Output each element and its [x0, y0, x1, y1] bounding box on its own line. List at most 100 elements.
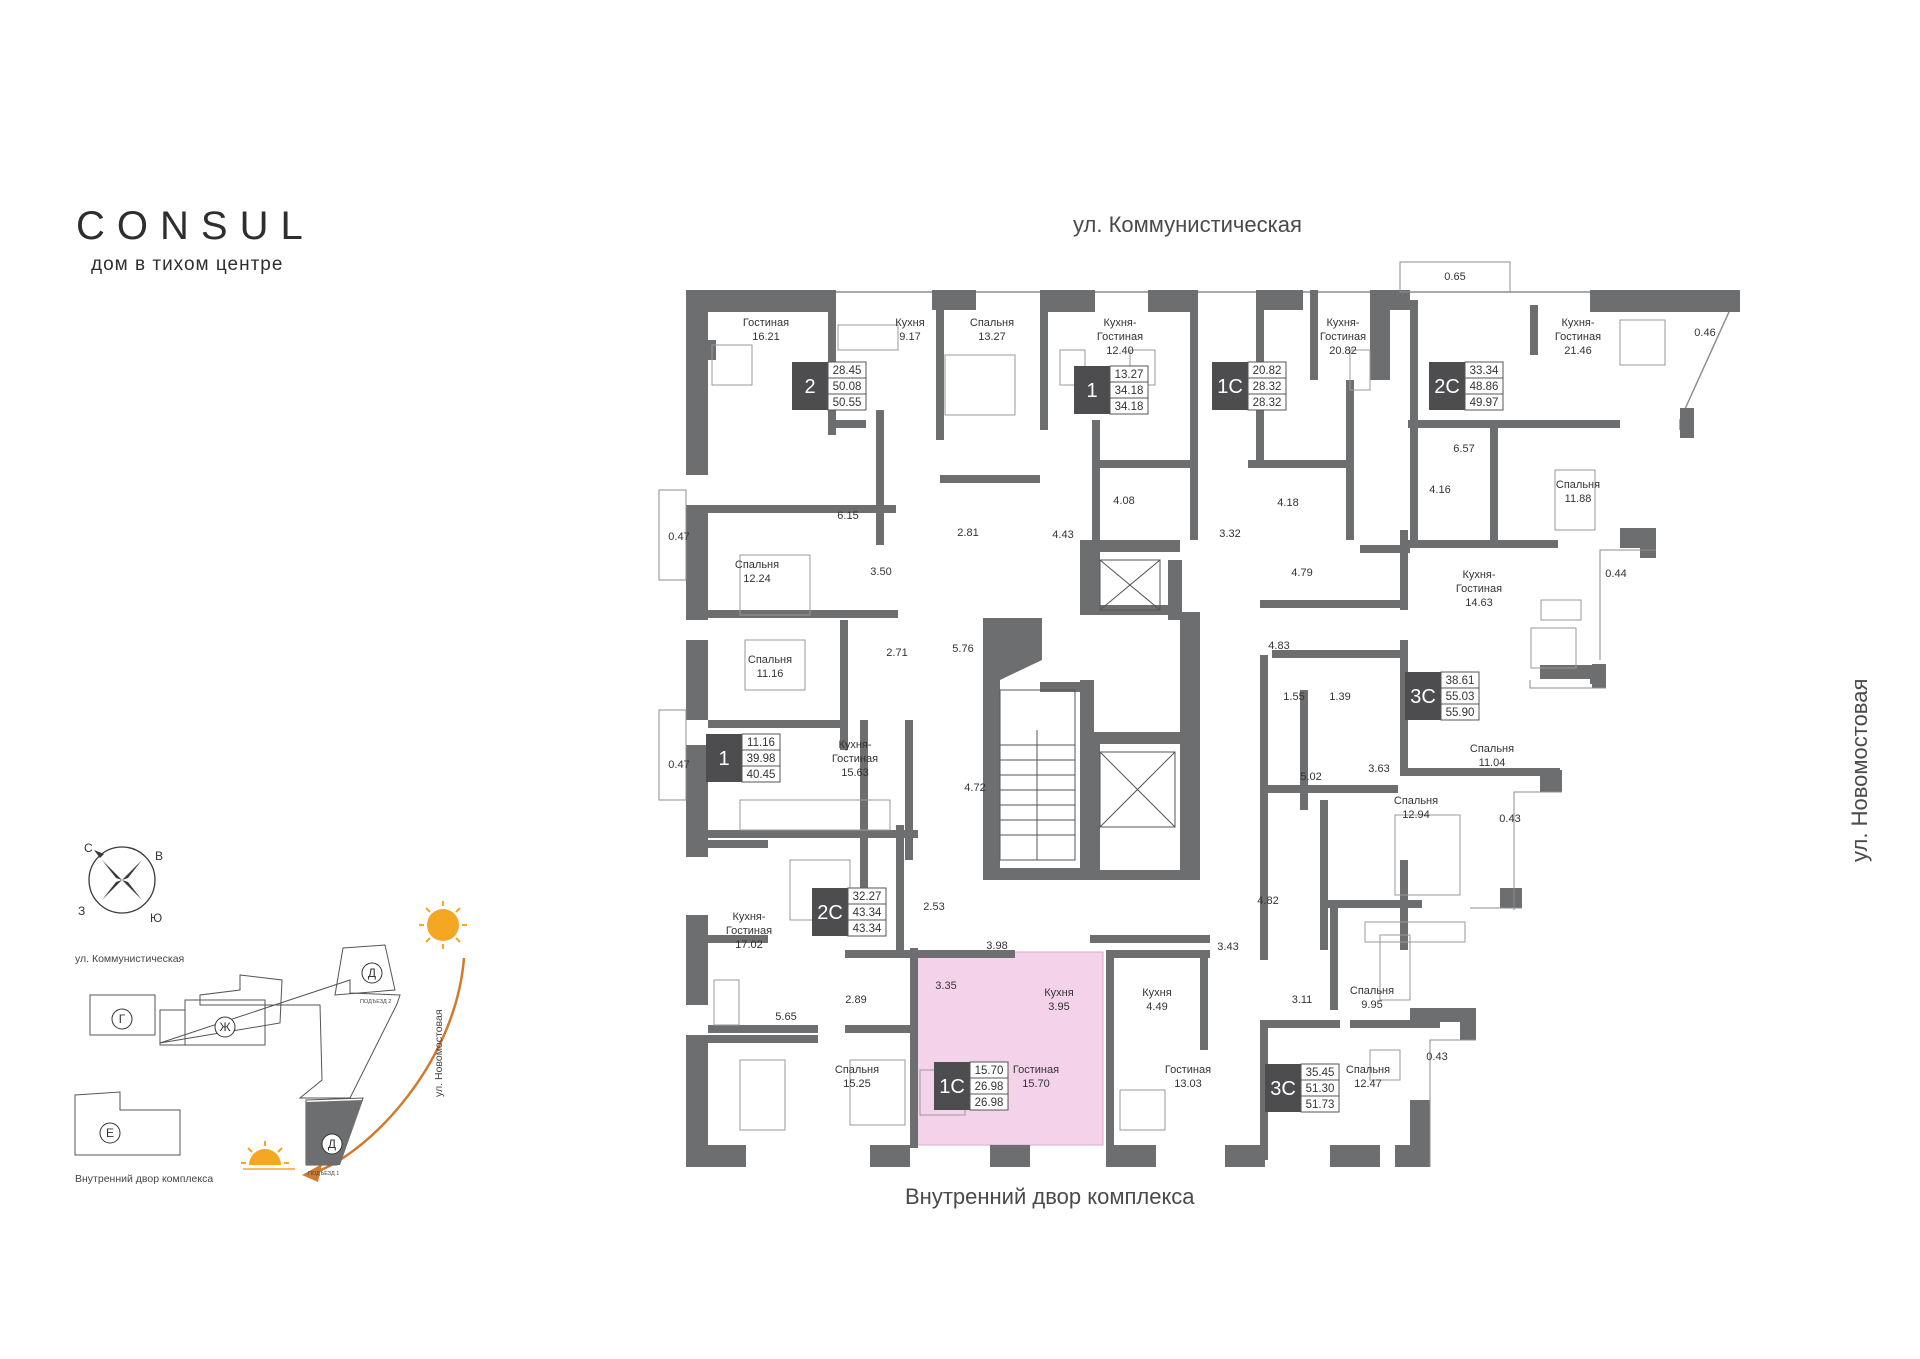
apartment-area-value: 40.45	[747, 769, 776, 781]
apartment-type-box	[1212, 362, 1248, 410]
site-building-marker[interactable]: Г	[111, 1008, 133, 1030]
room-area: 16.21	[752, 331, 780, 343]
dimension-value: 3.98	[986, 940, 1007, 952]
room-name: Кухня-	[1326, 317, 1359, 329]
room-area: 13.03	[1174, 1078, 1202, 1090]
apartment-type-label: 1С	[939, 1076, 965, 1098]
site-building-letter: Е	[106, 1126, 114, 1140]
site-plan: С В Ю З ул. Коммунистическая	[74, 841, 467, 1185]
site-building-marker[interactable]: Д	[361, 962, 383, 984]
dimension-value: 6.15	[837, 510, 858, 522]
site-building-marker[interactable]: Ж	[214, 1016, 236, 1038]
dimension-value: 1.39	[1329, 691, 1350, 703]
room-name: Гостиная	[743, 317, 789, 329]
dimension-value: 2.89	[845, 994, 866, 1006]
apartment-type-label: 2С	[1434, 376, 1460, 398]
room-name: Гостиная	[1456, 583, 1502, 595]
apartment-area-box	[1464, 361, 1504, 411]
dimension-value: 6.57	[1453, 443, 1474, 455]
apartment-area-value: 11.16	[747, 737, 775, 749]
compass-north: С	[84, 841, 93, 855]
dimension-value: 3.43	[1217, 941, 1238, 953]
compass-south: Ю	[150, 911, 162, 925]
room-name: Кухня	[1044, 987, 1073, 999]
compass: С В Ю З	[78, 841, 163, 925]
room-name: Кухня-	[732, 911, 765, 923]
room-area: 12.24	[743, 573, 771, 585]
apartment-area-value: 34.18	[1115, 385, 1144, 397]
apartment-area-value: 43.34	[853, 923, 882, 935]
apartment-type-box	[792, 362, 828, 410]
apartment-area-value: 39.98	[747, 753, 776, 765]
apartment-area-value: 51.30	[1306, 1083, 1335, 1095]
room-label: Спальня 13.27	[970, 317, 1014, 343]
dimension-value: 0.47	[668, 531, 689, 543]
sun-bottom-icon	[241, 1141, 295, 1170]
site-street-top: ул. Коммунистическая	[75, 953, 184, 965]
compass-east: В	[155, 849, 163, 863]
dimension-value: 3.63	[1368, 763, 1389, 775]
apartment-area-value: 48.86	[1470, 381, 1499, 393]
room-name: Спальня	[748, 654, 792, 666]
apartment-area-value: 49.97	[1470, 397, 1499, 409]
apartment-area-value: 50.55	[833, 397, 862, 409]
room-name: Спальня	[1556, 479, 1600, 491]
room-name: Гостиная	[726, 925, 772, 937]
dimension-value: 4.16	[1429, 484, 1450, 496]
room-name: Кухня-	[1103, 317, 1136, 329]
apartment-area-box	[1247, 361, 1287, 411]
apartment-type-label: 2С	[817, 902, 843, 924]
apartment-type-label: 1	[1086, 380, 1097, 402]
room-name: Кухня-	[838, 739, 871, 751]
room-area: 9.17	[899, 331, 920, 343]
apartment-area-value: 35.45	[1306, 1067, 1335, 1079]
walls	[686, 290, 1740, 1167]
room-name: Спальня	[1346, 1064, 1390, 1076]
room-area: 9.95	[1361, 999, 1382, 1011]
apartment-area-value: 15.70	[975, 1065, 1004, 1077]
room-label: Гостиная 13.03	[1165, 1064, 1211, 1090]
apartment-type-label: 1	[718, 748, 729, 770]
apartment-type-box	[1429, 362, 1465, 410]
street-top-label: ул. Коммунистическая	[1073, 212, 1302, 237]
apartment-badge[interactable]: 1 11.16 39.98 40.45	[706, 733, 781, 783]
apartment-area-value: 20.82	[1253, 365, 1282, 377]
sun-top-icon	[419, 901, 467, 949]
room-name: Гостиная	[1097, 331, 1143, 343]
dimension-value: 5.76	[952, 643, 973, 655]
site-street-right: ул. Новомостовая	[433, 1009, 445, 1097]
apartment-area-value: 28.32	[1253, 397, 1282, 409]
room-name: Спальня	[1394, 795, 1438, 807]
apartment-area-value: 28.45	[833, 365, 862, 377]
room-name: Гостиная	[1165, 1064, 1211, 1076]
room-area: 13.27	[978, 331, 1006, 343]
apartment-type-label: 2	[804, 376, 815, 398]
site-courtyard-label: Внутренний двор комплекса	[75, 1173, 213, 1185]
room-area: 11.04	[1479, 757, 1506, 769]
site-building-marker[interactable]: Е	[99, 1122, 121, 1144]
room-name: Спальня	[835, 1064, 879, 1076]
apartment-area-value: 55.03	[1446, 691, 1475, 703]
room-name: Спальня	[970, 317, 1014, 329]
site-building-marker[interactable]: Д	[321, 1133, 343, 1155]
apartment-area-value: 55.90	[1446, 707, 1475, 719]
apartment-area-box	[847, 887, 887, 937]
apartment-area-value: 32.27	[853, 891, 882, 903]
apartment-area-value: 51.73	[1306, 1099, 1335, 1111]
room-area: 12.47	[1354, 1078, 1382, 1090]
